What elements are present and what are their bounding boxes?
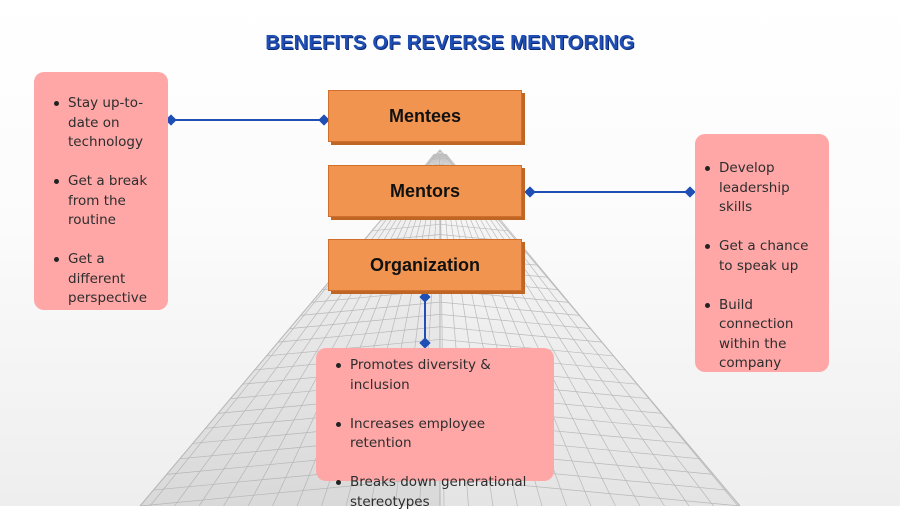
bullet-icon — [54, 179, 59, 184]
list-item: Develop leadership skills — [703, 159, 821, 218]
bullet-icon — [54, 257, 59, 262]
mentors-box: Mentors — [328, 165, 522, 217]
page-title: BENEFITS OF REVERSE MENTORING — [0, 32, 900, 55]
list-item: Get a break from the routine — [52, 172, 158, 231]
bullet-icon — [336, 480, 341, 485]
mentors-benefits-card: Develop leadership skills Get a chance t… — [695, 134, 829, 372]
list-item: Get a chance to speak up — [703, 237, 821, 276]
benefit-text: Breaks down generational stereotypes — [350, 474, 526, 510]
benefit-text: Get a different perspective — [68, 251, 147, 306]
organization-box: Organization — [328, 239, 522, 291]
bullet-icon — [705, 303, 710, 308]
benefit-text: Get a break from the routine — [68, 173, 147, 228]
list-item: Increases employee retention — [334, 415, 548, 454]
mentees-box: Mentees — [328, 90, 522, 142]
benefit-text: Develop leadership skills — [719, 160, 790, 215]
bullet-icon — [336, 422, 341, 427]
bullet-icon — [705, 166, 710, 171]
list-item: Stay up-to-date on technology — [52, 94, 158, 153]
bullet-icon — [336, 363, 341, 368]
organization-benefits-card: Promotes diversity & inclusion Increases… — [316, 348, 554, 481]
benefit-text: Promotes diversity & inclusion — [350, 357, 491, 393]
bullet-icon — [705, 244, 710, 249]
list-item: Get a different perspective — [52, 250, 158, 309]
mentees-benefits-card: Stay up-to-date on technology Get a brea… — [34, 72, 168, 310]
benefit-text: Build connection within the company — [719, 297, 793, 372]
list-item: Build connection within the company — [703, 296, 821, 374]
bullet-icon — [54, 101, 59, 106]
benefit-text: Increases employee retention — [350, 416, 485, 452]
list-item: Breaks down generational stereotypes — [334, 473, 548, 512]
list-item: Promotes diversity & inclusion — [334, 356, 548, 395]
benefit-text: Stay up-to-date on technology — [68, 95, 143, 150]
benefit-text: Get a chance to speak up — [719, 238, 808, 274]
